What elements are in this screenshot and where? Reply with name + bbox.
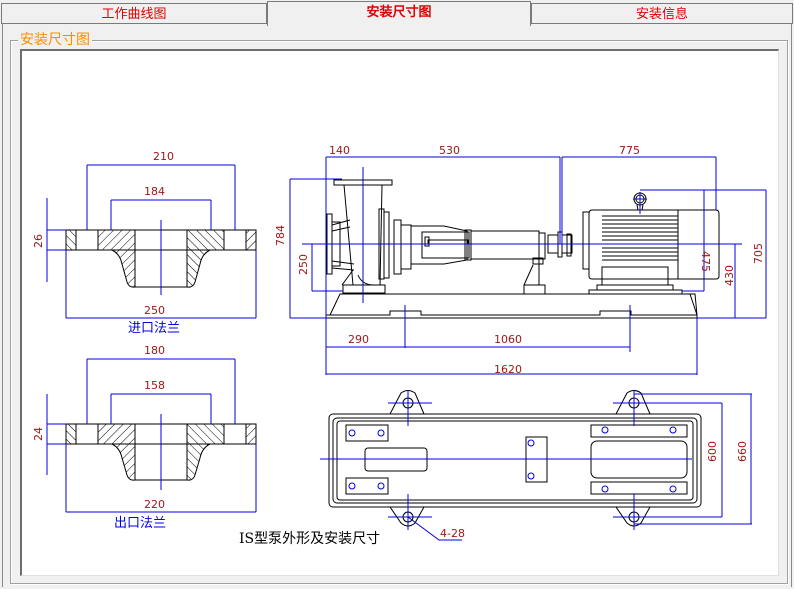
total-height-dim: 784	[274, 225, 287, 246]
tab-page	[2, 24, 792, 587]
inlet-flange-dimensions	[46, 164, 257, 319]
outlet-outer-dim: 220	[144, 498, 165, 511]
inlet-raised-face-dim: 184	[144, 185, 165, 198]
pump-side-view	[325, 179, 720, 319]
drawing-canvas: 210 184 26 250 进口法兰 180 158 24 220 出口法兰	[20, 49, 779, 576]
outlet-raised-face-dim: 158	[144, 379, 165, 392]
tab-installation-info[interactable]: 安装信息	[531, 3, 793, 24]
outlet-bolt-circle-dim: 180	[144, 344, 165, 357]
bolt-markers	[348, 426, 677, 493]
motor-length-dim: 775	[619, 144, 640, 157]
tab-performance-curve[interactable]: 工作曲线图	[1, 3, 267, 24]
outlet-flange-caption: 出口法兰	[114, 516, 166, 531]
group-box	[10, 40, 788, 584]
base-plan-view	[328, 390, 702, 527]
inlet-center-height-dim: 250	[297, 254, 310, 275]
shaft-center-height-dim: 430	[723, 265, 736, 286]
inlet-flange-caption: 进口法兰	[128, 321, 180, 336]
motor-height-dim: 475	[699, 251, 712, 272]
base-width-dim: 660	[736, 441, 749, 462]
anchor-width-dim: 600	[706, 441, 719, 462]
inlet-flange-drawing	[65, 229, 257, 288]
suction-offset-dim: 140	[329, 144, 350, 157]
motor-fins	[602, 215, 678, 261]
outlet-flange-drawing	[65, 423, 257, 481]
outlet-thickness-dim: 24	[32, 427, 45, 441]
base-length-dim: 1620	[494, 363, 522, 376]
outlet-flange-dimensions	[46, 358, 257, 513]
installation-drawing: 210 184 26 250 进口法兰 180 158 24 220 出口法兰	[32, 144, 767, 547]
inlet-thickness-dim: 26	[32, 234, 45, 248]
tab-bar: 工作曲线图 安装尺寸图 安装信息	[0, 0, 794, 26]
motor-top-height-dim: 705	[752, 243, 765, 264]
base-offset-dim: 290	[348, 333, 369, 346]
anchor-holes-dim: 4-28	[440, 527, 465, 540]
tab-installation-dimensions[interactable]: 安装尺寸图	[267, 1, 531, 26]
anchor-spacing-dim: 1060	[494, 333, 522, 346]
pump-length-dim: 530	[439, 144, 460, 157]
inlet-bolt-circle-dim: 210	[153, 150, 174, 163]
group-title: 安装尺寸图	[18, 32, 92, 48]
base-plan-dimensions	[320, 390, 752, 541]
side-view-dimensions	[289, 156, 767, 375]
drawing-title: IS型泵外形及安装尺寸	[239, 531, 380, 547]
inlet-outer-dim: 250	[144, 304, 165, 317]
